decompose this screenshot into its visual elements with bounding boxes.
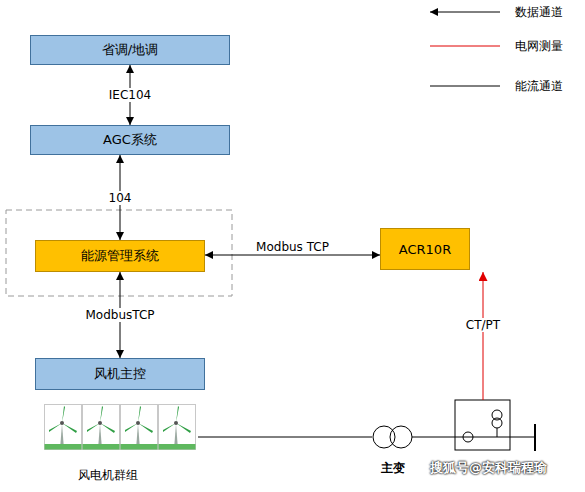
pt-wire	[497, 428, 498, 437]
meter-box: ACR10R	[380, 228, 470, 270]
data-channel	[205, 255, 380, 256]
ctpt-box	[455, 400, 510, 450]
watermark: 搜狐号@安科瑞程瑜	[430, 461, 547, 475]
turbine-control-box: 风机主控	[35, 358, 205, 390]
wind-turbine	[159, 405, 196, 450]
box-text: ACR10R	[393, 242, 457, 257]
protocol-label: IEC104	[107, 88, 153, 102]
transformer-symbol	[390, 426, 412, 448]
legend-text: 数据通道	[515, 5, 563, 19]
busbar	[534, 424, 536, 451]
agc-box: AGC系统	[30, 125, 230, 155]
box-text: 能源管理系统	[75, 247, 165, 265]
ems-box: 能源管理系统	[35, 240, 205, 272]
dashed-enclosure	[6, 210, 232, 296]
protocol-label: Modbus TCP	[254, 240, 331, 254]
box-text: 风机主控	[88, 365, 152, 383]
wind-turbine	[45, 405, 82, 450]
legend-text: 电网测量	[515, 39, 563, 53]
legend-sample	[430, 12, 500, 13]
power-line	[198, 437, 372, 438]
signal-label: CT/PT	[464, 318, 502, 332]
measurement-line	[483, 272, 484, 400]
transformer-symbol	[373, 426, 395, 448]
part-label: 主变	[381, 461, 405, 475]
group-label: 风电机群组	[78, 468, 138, 482]
legend-sample	[430, 86, 500, 87]
legend-text: 能流通道	[515, 79, 563, 93]
ct-symbol	[463, 432, 473, 442]
wind-turbine	[121, 405, 158, 450]
box-text: 省调/地调	[96, 41, 164, 59]
protocol-label: ModbusTCP	[83, 308, 156, 322]
dispatch-box: 省调/地调	[30, 35, 230, 65]
legend-sample	[430, 46, 500, 47]
protocol-label: 104	[107, 191, 134, 205]
pt-symbol	[492, 410, 502, 420]
box-text: AGC系统	[97, 131, 163, 149]
wind-turbine	[83, 405, 120, 450]
